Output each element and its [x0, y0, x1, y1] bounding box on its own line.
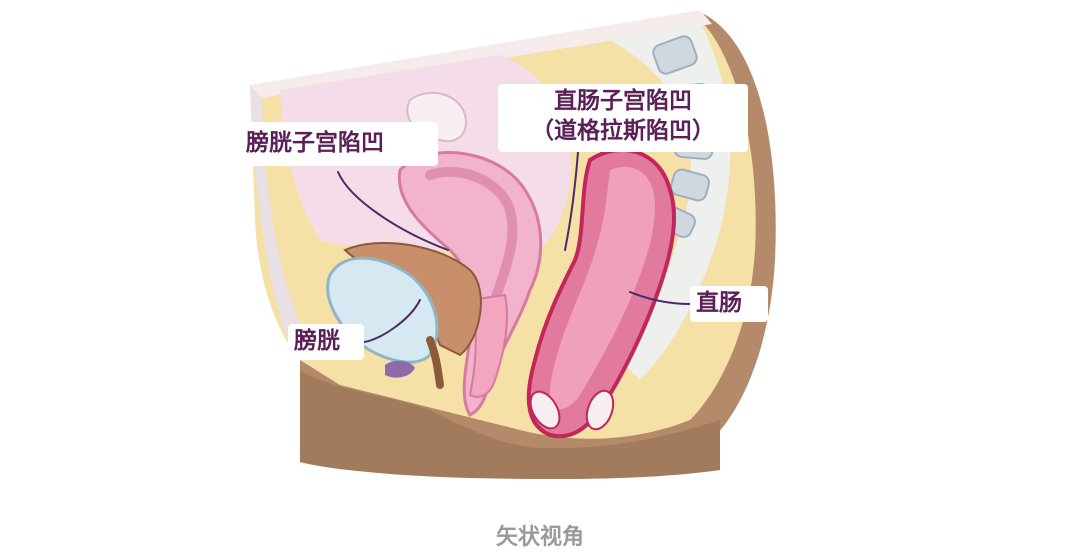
perineum-skin: [300, 370, 720, 480]
label-rectum: 直肠: [690, 286, 768, 322]
urethra: [426, 336, 444, 389]
leader-bladder: [363, 299, 421, 343]
leader-rectum: [629, 291, 691, 305]
rectum-lumen: [549, 166, 655, 410]
label-rectouterine-line1: 直肠子宫陷凹: [554, 88, 692, 114]
label-vesicouterine-pouch: 膀胱子宫陷凹: [238, 122, 438, 166]
leader-vesicouterine: [337, 171, 449, 251]
leader-rectouterine: [564, 151, 579, 251]
clitoris: [385, 360, 415, 378]
label-rectouterine-pouch: 直肠子宫陷凹 （道格拉斯陷凹）: [498, 84, 748, 152]
abdominal-wall: [250, 10, 712, 98]
caption: 矢状视角: [495, 525, 584, 550]
anal-sphincter: [529, 389, 615, 431]
leader-lines: [337, 151, 691, 343]
label-rectouterine-line2: （道格拉斯陷凹）: [531, 118, 715, 144]
label-bladder: 膀胱: [288, 324, 364, 360]
